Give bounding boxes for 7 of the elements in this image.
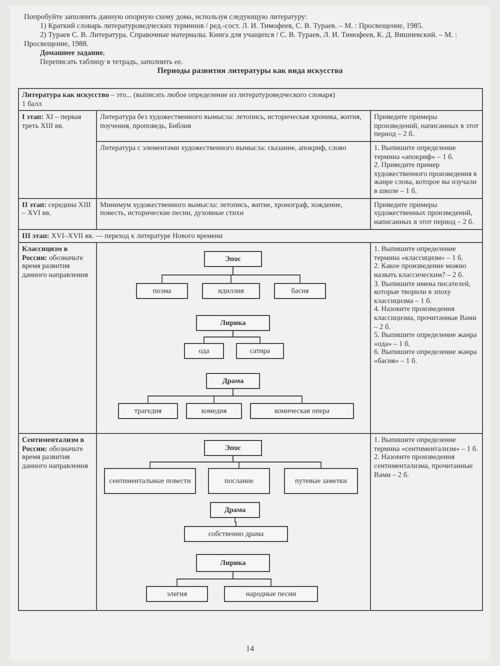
connector-line xyxy=(232,572,272,587)
connector-line xyxy=(234,518,236,527)
page-number: 14 xyxy=(245,644,255,653)
connector-line xyxy=(232,330,260,344)
connector-line xyxy=(232,266,300,284)
table-title: Периоды развития литературы как вида искусства xyxy=(156,66,344,76)
connector-line xyxy=(232,456,322,469)
